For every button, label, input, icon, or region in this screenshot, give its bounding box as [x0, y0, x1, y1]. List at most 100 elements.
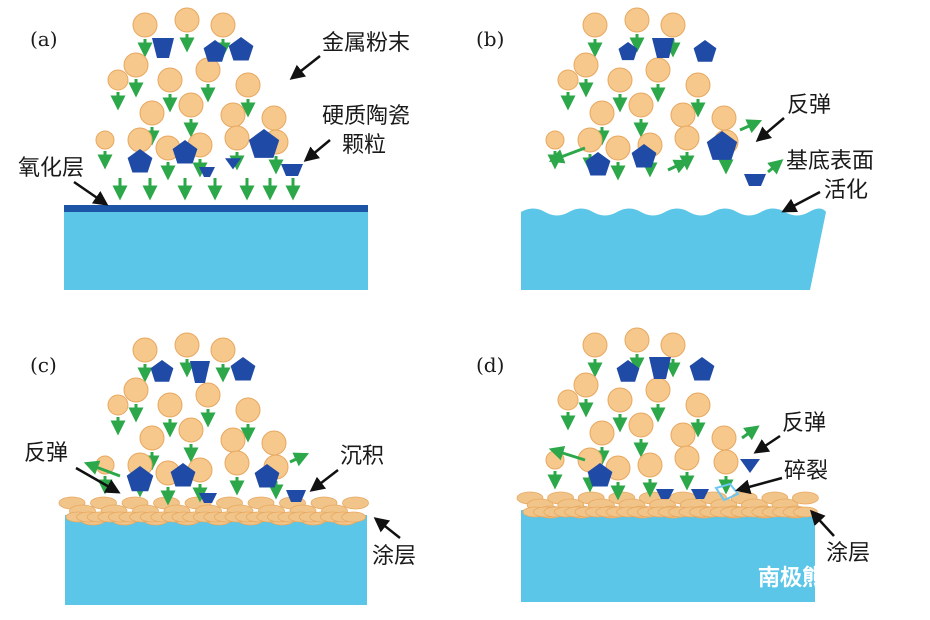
panel-d: (d) 反弹 碎裂 涂层 南极熊 — [476, 328, 870, 602]
metal-powder-particle — [646, 378, 670, 402]
pointer-arrow — [784, 192, 820, 211]
label-hard-ceramic-line1: 硬质陶瓷 — [322, 104, 410, 129]
ceramic-particle — [152, 38, 174, 58]
metal-powder-particle — [675, 446, 699, 470]
ceramic-particle — [649, 357, 671, 379]
metal-powder-particle — [158, 393, 182, 417]
substrate-activated — [521, 209, 826, 291]
velocity-arrow — [668, 162, 685, 170]
metal-powder-particle — [712, 426, 736, 450]
metal-powder-particle — [262, 431, 286, 455]
metal-powder-particle — [108, 395, 128, 415]
metal-powder-particle — [686, 73, 710, 97]
metal-powder-particle — [574, 53, 598, 77]
particle-cloud — [546, 328, 760, 500]
pointer-arrow — [376, 519, 400, 538]
metal-powder-particle — [686, 393, 710, 417]
pointer-arrow — [306, 140, 330, 160]
metal-powder-particle — [671, 103, 695, 127]
ceramic-particle — [740, 459, 760, 473]
ceramic-particle — [690, 357, 715, 381]
particle-cloud — [546, 8, 780, 186]
metal-powder-particle — [96, 131, 114, 149]
metal-powder-particle — [175, 8, 199, 32]
metal-powder-particle — [583, 13, 607, 37]
metal-powder-particle — [140, 101, 164, 125]
metal-powder-particle — [140, 426, 164, 450]
deposited-particle — [343, 497, 369, 509]
metal-powder-particle — [221, 103, 245, 127]
velocity-arrow — [742, 428, 756, 438]
metal-powder-particle — [712, 106, 736, 130]
ceramic-particle — [225, 158, 241, 169]
pointer-arrow — [758, 118, 784, 140]
coating-layer — [59, 497, 369, 525]
metal-powder-particle — [158, 68, 182, 92]
pointer-arrow — [812, 512, 834, 536]
label-rebound: 反弹 — [24, 441, 68, 466]
panel-tag: (d) — [476, 353, 504, 377]
ceramic-particle — [231, 357, 256, 381]
metal-powder-particle — [661, 333, 685, 357]
panel-c: (c) 反弹 沉积 涂层 — [24, 333, 416, 605]
ceramic-particle — [744, 174, 766, 186]
metal-powder-particle — [714, 450, 738, 474]
metal-powder-particle — [574, 373, 598, 397]
ceramic-particle — [190, 361, 210, 383]
metal-powder-particle — [175, 333, 199, 357]
ceramic-particle — [619, 42, 638, 60]
metal-powder-particle — [661, 13, 685, 37]
label-activation-line1: 基底表面 — [786, 149, 874, 174]
panel-tag: (b) — [476, 27, 504, 51]
substrate — [65, 515, 367, 605]
pointer-arrow — [738, 478, 782, 490]
metal-powder-particle — [629, 413, 653, 437]
ceramic-particle — [151, 360, 174, 382]
label-oxide-layer: 氧化层 — [18, 156, 84, 181]
ceramic-particle — [694, 40, 717, 62]
metal-powder-particle — [179, 418, 203, 442]
label-coating: 涂层 — [372, 544, 416, 569]
metal-powder-particle — [558, 390, 578, 410]
velocity-arrow — [768, 162, 780, 172]
panel-a: (a) 金属粉末 硬质陶瓷 颗粒 氧化层 — [18, 8, 410, 290]
metal-powder-particle — [221, 428, 245, 452]
metal-powder-particle — [625, 328, 649, 352]
metal-powder-particle — [124, 378, 148, 402]
metal-powder-particle — [225, 451, 249, 475]
watermark: 南极熊 — [758, 565, 824, 591]
metal-powder-particle — [133, 13, 157, 37]
label-fracture: 碎裂 — [784, 459, 828, 484]
label-rebound: 反弹 — [782, 411, 826, 436]
ceramic-particle — [281, 164, 303, 176]
deposited-particle — [792, 492, 818, 504]
ceramic-particle — [652, 38, 674, 58]
pointer-arrow — [312, 470, 338, 490]
label-deposition: 沉积 — [340, 444, 384, 469]
metal-powder-particle — [128, 128, 152, 152]
substrate — [64, 209, 368, 290]
metal-powder-particle — [625, 8, 649, 32]
label-rebound: 反弹 — [787, 93, 831, 118]
metal-powder-particle — [262, 106, 286, 130]
metal-powder-particle — [225, 126, 249, 150]
metal-powder-particle — [133, 338, 157, 362]
pointer-arrow — [292, 56, 320, 78]
metal-powder-particle — [196, 383, 220, 407]
metal-powder-particle — [236, 398, 260, 422]
metal-powder-particle — [124, 53, 148, 77]
metal-powder-particle — [590, 101, 614, 125]
metal-powder-particle — [629, 93, 653, 117]
metal-powder-particle — [211, 338, 235, 362]
metal-powder-particle — [638, 453, 662, 477]
metal-powder-particle — [558, 70, 578, 90]
metal-powder-particle — [546, 131, 564, 149]
metal-powder-particle — [211, 13, 235, 37]
velocity-arrow — [740, 122, 758, 130]
metal-powder-particle — [675, 126, 699, 150]
panel-tag: (c) — [30, 353, 57, 377]
ceramic-particle — [229, 37, 254, 61]
ceramic-particle — [128, 149, 153, 173]
metal-powder-particle — [608, 388, 632, 412]
